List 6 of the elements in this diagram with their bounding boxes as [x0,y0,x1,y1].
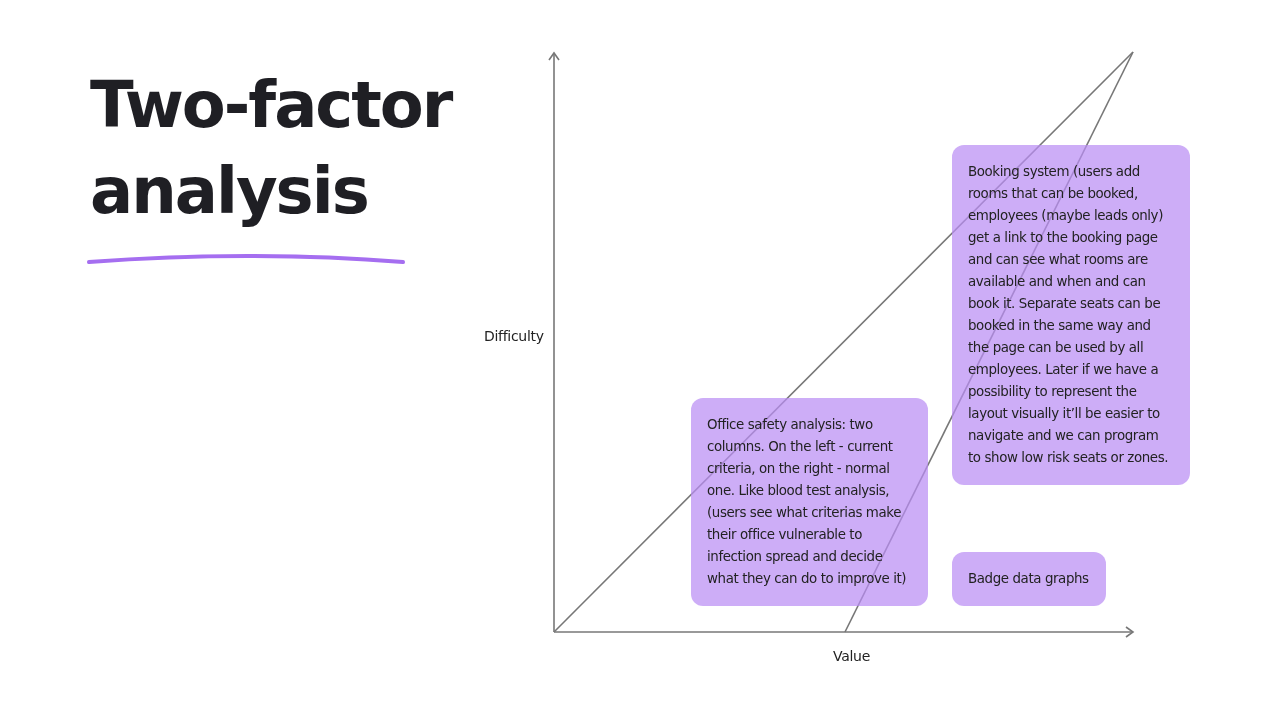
sticky-note: Badge data graphs [952,552,1106,606]
title: Two-factor analysis [90,67,454,230]
sticky-note: Office safety analysis: two columns. On the left - current criteria, on the right - normal one. Like blood test analysis, (users see what criterias make their office vulnerable to infection spread and decide what they can do to improve it) [691,398,928,606]
sticky-note: Booking system (users add rooms that can be booked, employees (maybe leads only) get a link to the booking page and can see what rooms are available and when and can book it. Separate seats can be booked in the same way and the page can be used by all employees. Later if we have a possibility to represent the layout visually it’ll be easier to navigate and we can program to show low risk seats or zones. [952,145,1190,485]
x-axis-label: Value [833,648,870,664]
y-axis-label: Difficulty [484,328,544,344]
